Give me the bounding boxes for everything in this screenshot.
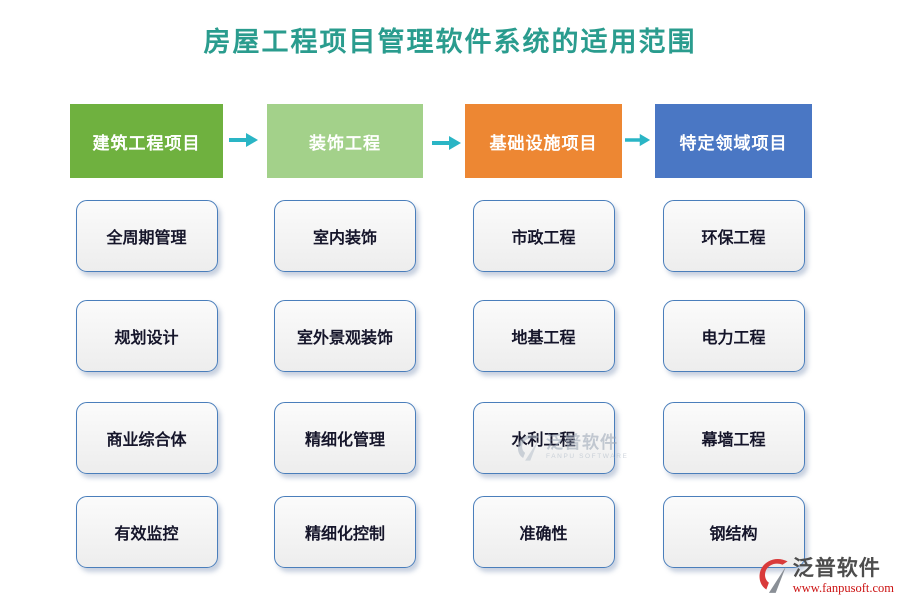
node-effective-monitoring: 有效监控 xyxy=(75,496,218,568)
column-header-decoration: 装饰工程 xyxy=(267,104,423,178)
node-foundation-engineering: 地基工程 xyxy=(472,300,615,372)
arrow-right-icon xyxy=(625,133,651,147)
page-title: 房屋工程项目管理软件系统的适用范围 xyxy=(203,27,697,58)
node-accuracy: 准确性 xyxy=(472,496,615,568)
node-commercial-complex: 商业综合体 xyxy=(75,402,218,474)
column-header-specific-domain: 特定领域项目 xyxy=(655,104,812,178)
brand-url: www.fanpusoft.com xyxy=(792,580,894,595)
column-specific-domain: 特定领域项目 环保工程 电力工程 幕墙工程 钢结构 xyxy=(655,104,812,568)
column-infrastructure: 基础设施项目 市政工程 地基工程 水利工程 准确性 xyxy=(465,104,622,568)
node-curtain-wall: 幕墙工程 xyxy=(662,402,805,474)
brand-name: 泛普软件 xyxy=(792,556,881,580)
column-construction: 建筑工程项目 全周期管理 规划设计 商业综合体 有效监控 xyxy=(70,104,223,568)
node-outdoor-landscape: 室外景观装饰 xyxy=(274,300,416,372)
node-power-engineering: 电力工程 xyxy=(662,300,805,372)
footer-brand: 泛普软件 www.fanpusoft.com xyxy=(757,556,894,594)
node-refined-management: 精细化管理 xyxy=(274,402,416,474)
column-decoration: 装饰工程 室内装饰 室外景观装饰 精细化管理 精细化控制 xyxy=(267,104,423,568)
node-interior-decoration: 室内装饰 xyxy=(274,200,416,272)
node-planning-design: 规划设计 xyxy=(75,300,218,372)
node-environmental-engineering: 环保工程 xyxy=(662,200,805,272)
column-header-construction: 建筑工程项目 xyxy=(70,104,223,178)
node-refined-control: 精细化控制 xyxy=(274,496,416,568)
node-steel-structure: 钢结构 xyxy=(662,496,805,568)
node-full-cycle-management: 全周期管理 xyxy=(75,200,218,272)
column-header-infrastructure: 基础设施项目 xyxy=(465,104,622,178)
fanpu-logo-icon xyxy=(759,558,788,593)
arrow-right-icon xyxy=(432,136,461,150)
node-municipal-engineering: 市政工程 xyxy=(472,200,615,272)
arrow-right-icon xyxy=(229,133,258,147)
node-water-conservancy: 水利工程 xyxy=(472,402,615,474)
